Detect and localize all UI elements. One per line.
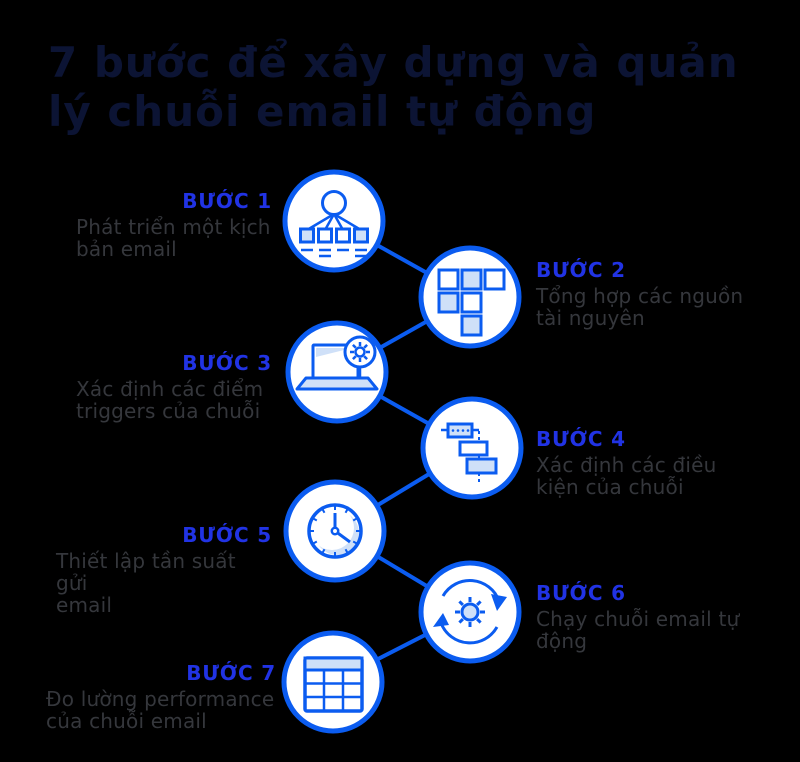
step-1-description: Phát triển một kịch bản email: [76, 215, 271, 261]
step-5-block: BƯỚC 5 Thiết lập tần suất gửi email: [56, 523, 272, 616]
step-3-description: Xác định các điểm triggers của chuỗi: [76, 377, 264, 423]
clock-icon: [307, 503, 363, 559]
gear-icon: [455, 597, 485, 627]
flowchart-conditions-icon: [441, 422, 498, 482]
report-table-icon: [303, 656, 364, 713]
step-4-label: BƯỚC 4: [536, 427, 626, 451]
page-title-line2: lý chuỗi email tự động: [48, 87, 597, 136]
step-6-label: BƯỚC 6: [536, 581, 626, 605]
step-2-label: BƯỚC 2: [536, 258, 626, 282]
step-2-description: Tổng hợp các nguồn tài nguyên: [536, 284, 744, 330]
step-1-label: BƯỚC 1: [182, 189, 272, 213]
step-6-description: Chạy chuỗi email tự động: [536, 607, 740, 653]
step-1-circle: [282, 169, 386, 273]
step-7-description: Đo lường performance của chuỗi email: [46, 687, 275, 733]
resource-squares-icon: [437, 268, 506, 337]
step-1-block: BƯỚC 1 Phát triển một kịch bản email: [76, 189, 272, 260]
page-title: 7 bước để xây dựng và quản lý chuỗi emai…: [48, 38, 768, 136]
step-4-block: BƯỚC 4 Xác định các điều kiện của chuỗi: [536, 427, 776, 498]
laptop-gear-icon: [295, 335, 379, 391]
step-3-block: BƯỚC 3 Xác định các điểm triggers của ch…: [76, 351, 272, 422]
sitemap-icon: [299, 190, 369, 258]
step-5-label: BƯỚC 5: [182, 523, 272, 547]
step-7-label: BƯỚC 7: [186, 661, 276, 685]
step-4-description: Xác định các điều kiện của chuỗi: [536, 453, 717, 499]
gear-icon: [350, 342, 370, 362]
step-3-label: BƯỚC 3: [182, 351, 272, 375]
step-7-block: BƯỚC 7 Đo lường performance của chuỗi em…: [46, 661, 276, 732]
step-2-block: BƯỚC 2 Tổng hợp các nguồn tài nguyên: [536, 258, 776, 329]
step-5-description: Thiết lập tần suất gửi email: [56, 549, 236, 617]
step-6-block: BƯỚC 6 Chạy chuỗi email tự động: [536, 581, 776, 652]
automation-refresh-gear-icon: [433, 579, 507, 645]
page-title-line1: 7 bước để xây dựng và quản: [48, 38, 739, 87]
